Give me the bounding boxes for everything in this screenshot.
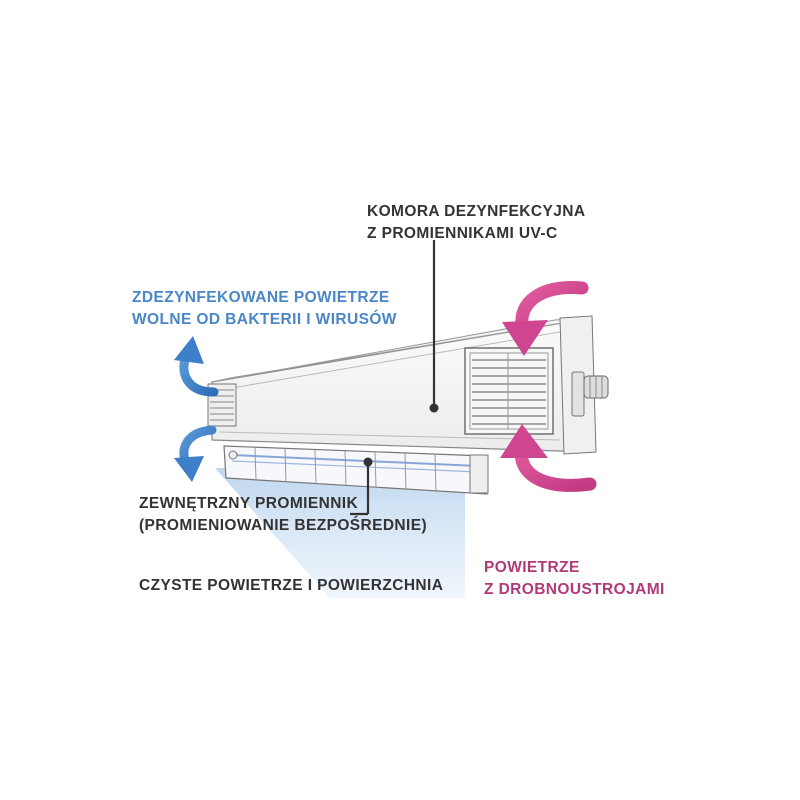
germ-air-label: POWIETRZE Z DROBNOUSTROJAMI: [484, 557, 665, 601]
germ-air-label-line2: Z DROBNOUSTROJAMI: [484, 581, 665, 598]
outflow-down-arrow-icon: [174, 425, 217, 482]
chamber-label-line1: KOMORA DEZYNFEKCYJNA: [367, 203, 586, 220]
clean-air-label-text: CZYSTE POWIETRZE I POWIERZCHNIA: [139, 577, 444, 594]
germ-air-label-line1: POWIETRZE: [484, 559, 580, 576]
intake-grille: [464, 347, 554, 435]
inflow-down-arrow-icon: [502, 281, 589, 356]
disinfected-air-label: ZDEZYNFEKOWANE POWIETRZE WOLNE OD BAKTER…: [132, 287, 397, 331]
mounting-knob: [583, 375, 609, 399]
chamber-label: KOMORA DEZYNFEKCYJNA Z PROMIENNIKAMI UV-…: [367, 201, 585, 245]
outflow-up-arrow-icon: [174, 336, 219, 397]
clean-air-label: CZYSTE POWIETRZE I POWIERZCHNIA: [139, 575, 443, 597]
external-uv-lamp: [223, 445, 489, 495]
disinfected-air-label-line2: WOLNE OD BAKTERII I WIRUSÓW: [132, 311, 397, 328]
inflow-up-arrow-icon: [500, 424, 597, 492]
disinfected-air-label-line1: ZDEZYNFEKOWANE POWIETRZE: [132, 289, 390, 306]
chamber-label-line2: Z PROMIENNIKAMI UV-C: [367, 225, 558, 242]
uv-light-glow: [215, 468, 465, 598]
external-lamp-label: ZEWNĘTRZNY PROMIENNIK (PROMIENIOWANIE BE…: [139, 493, 427, 537]
lamp-pointer-dot: [363, 457, 373, 467]
external-lamp-label-line1: ZEWNĘTRZNY PROMIENNIK: [139, 495, 359, 512]
chamber-pointer-dot: [429, 403, 439, 413]
external-lamp-label-line2: (PROMIENIOWANIE BEZPOŚREDNIE): [139, 517, 428, 534]
